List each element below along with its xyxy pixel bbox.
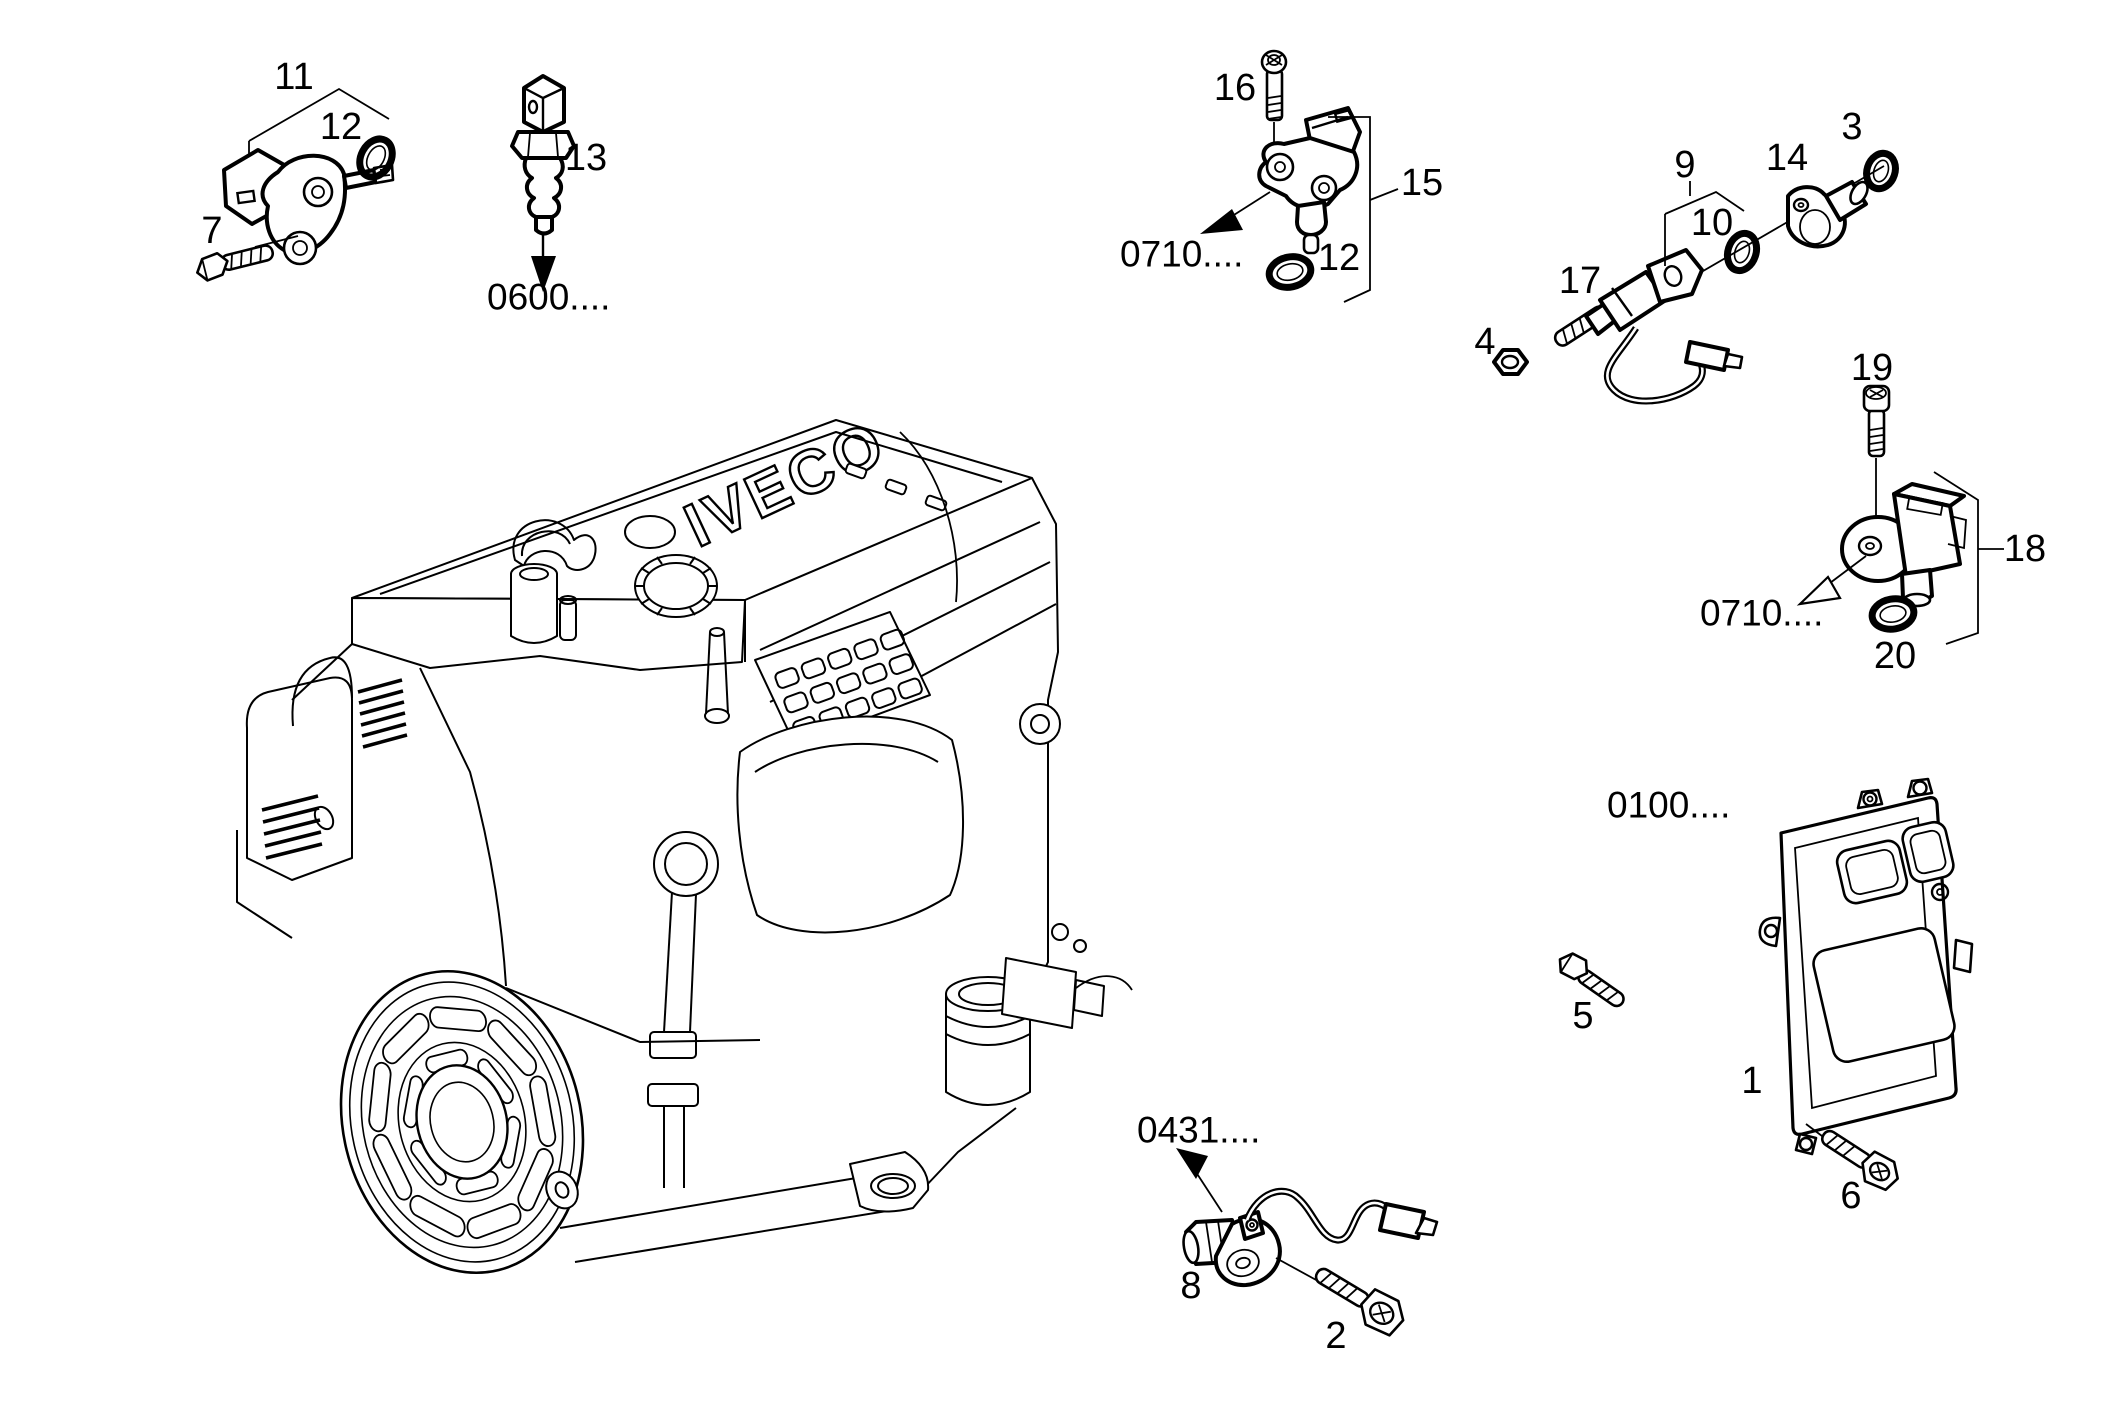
callout-17[interactable]: 17 — [1558, 260, 1602, 302]
speed-sensor-group — [196, 87, 395, 282]
o-ring-12b — [1265, 253, 1315, 291]
cover-vents — [357, 678, 408, 749]
camshaft-sensor-group — [1492, 149, 1899, 405]
callout-20[interactable]: 20 — [1873, 635, 1917, 677]
temperature-sensor-group — [510, 74, 576, 292]
cable-connector — [1378, 1202, 1426, 1240]
callout-13[interactable]: 13 — [564, 137, 608, 179]
sensor-hex — [510, 130, 576, 160]
bolt-7 — [196, 244, 275, 282]
callout-2[interactable]: 2 — [1325, 1315, 1347, 1357]
bolt-16 — [1260, 49, 1288, 122]
block-vents — [261, 794, 323, 860]
nut-4 — [1492, 348, 1529, 376]
sensor-18 — [1840, 482, 1967, 608]
bolt-19 — [1862, 384, 1891, 458]
cable-connector — [1684, 340, 1730, 372]
flywheel-housing — [310, 945, 614, 1298]
callout-4[interactable]: 4 — [1474, 321, 1496, 363]
callout-9[interactable]: 9 — [1674, 144, 1696, 186]
bolt-6 — [1820, 1129, 1899, 1192]
callout-15[interactable]: 15 — [1400, 162, 1444, 204]
ecu-unit — [1758, 777, 1974, 1156]
crankshaft-sensor-group — [1176, 1148, 1439, 1337]
o-ring-12a — [356, 135, 396, 181]
callout-16[interactable]: 16 — [1213, 67, 1257, 109]
injector — [704, 627, 730, 724]
map-sensor-group — [1796, 384, 2004, 645]
o-ring-20 — [1868, 595, 1918, 633]
sensor-barrel — [522, 156, 565, 219]
callout-6[interactable]: 6 — [1840, 1175, 1862, 1217]
callout-12a[interactable]: 12 — [319, 106, 363, 148]
callout-11[interactable]: 11 — [274, 56, 314, 98]
callout-18[interactable]: 18 — [2003, 528, 2047, 570]
o-ring-10 — [1723, 229, 1761, 275]
sensor-8 — [1182, 1210, 1282, 1288]
o-ring-3 — [1863, 149, 1899, 193]
callout-bracket-18 — [1933, 471, 1979, 645]
ref-code-0431[interactable]: 0431.... — [1137, 1109, 1261, 1151]
intake-grid-plate — [754, 611, 931, 746]
callout-8[interactable]: 8 — [1180, 1265, 1202, 1307]
callout-bracket-11 — [248, 87, 390, 142]
breather-boss — [624, 515, 676, 549]
bolt-5 — [1558, 952, 1625, 1008]
sensor-14 — [1786, 180, 1869, 249]
ref-code-0710a[interactable]: 0710.... — [1120, 233, 1244, 275]
ecu-group — [1558, 777, 1974, 1192]
ref-code-0100[interactable]: 0100.... — [1607, 784, 1731, 826]
air-canopy — [736, 715, 965, 934]
callout-7[interactable]: 7 — [201, 210, 223, 252]
sensor-barrel — [1295, 200, 1328, 237]
fuel-filter — [945, 923, 1133, 1106]
callout-12b[interactable]: 12 — [1317, 237, 1361, 279]
callout-bracket-15 — [1328, 116, 1371, 303]
sensor-flange — [1646, 248, 1704, 304]
engine-assembly: IVECO — [236, 407, 1133, 1299]
ref-arrow-0710b — [1825, 555, 1867, 587]
lifting-eye — [510, 519, 597, 644]
ref-code-0710b[interactable]: 0710.... — [1700, 592, 1824, 634]
callout-1[interactable]: 1 — [1741, 1060, 1763, 1102]
bolt-2 — [1314, 1267, 1405, 1337]
callout-19[interactable]: 19 — [1850, 347, 1894, 389]
callout-10[interactable]: 10 — [1690, 202, 1734, 244]
callout-5[interactable]: 5 — [1572, 995, 1594, 1037]
ref-code-0600[interactable]: 0600.... — [487, 276, 611, 318]
callout-14[interactable]: 14 — [1765, 137, 1809, 179]
callout-3[interactable]: 3 — [1841, 106, 1863, 148]
oil-filler-cap — [634, 554, 718, 618]
dipstick — [647, 831, 719, 1188]
pressure-sensor-group — [1200, 49, 1399, 303]
